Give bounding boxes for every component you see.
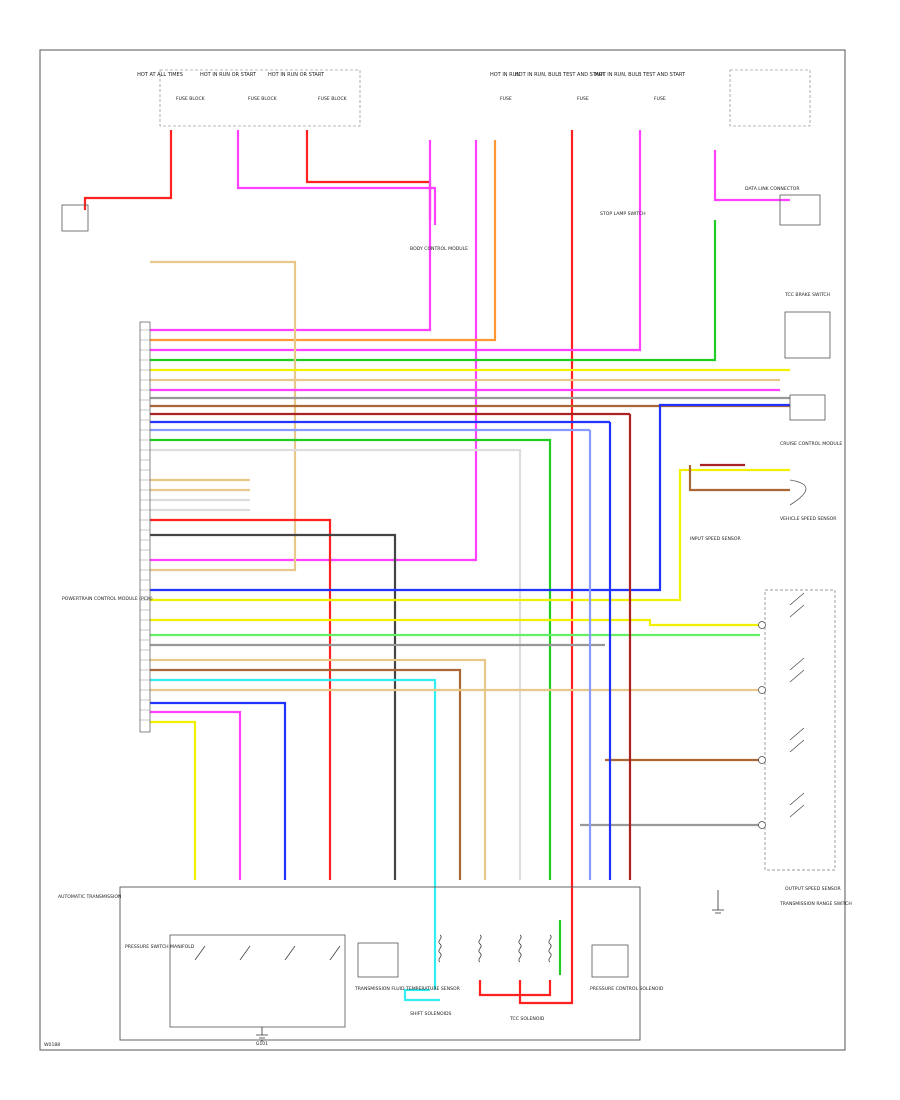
- wire-ign-to-pcm: [150, 140, 432, 332]
- wire-dlc-data: [150, 220, 717, 362]
- fuse-label: FUSE: [577, 96, 589, 102]
- wire-pcm-shift-a: [150, 438, 552, 880]
- wire-lower-yellow-loop: [150, 468, 790, 602]
- data-link-box: [779, 194, 821, 226]
- range-switch-blade: [789, 792, 805, 818]
- range-switch-outline: [764, 589, 836, 871]
- wire-trans-red-2: [518, 880, 574, 1005]
- range-switch-label: TRANSMISSION RANGE SWITCH: [779, 901, 852, 907]
- ground-symbol: [256, 1027, 268, 1042]
- transmission-label: AUTOMATIC TRANSMISSION: [58, 894, 121, 900]
- cruise-module-label: CRUISE CONTROL MODULE: [780, 441, 842, 447]
- wire-run-feed: [150, 140, 478, 562]
- wire-class2-loop: [150, 260, 297, 572]
- wire-stop-lamp-feed: [150, 130, 642, 352]
- wire-shift-sol-c: [150, 720, 197, 880]
- wire-layer: [83, 130, 790, 1005]
- fuse-label: FUSE: [654, 96, 666, 102]
- pressure-switch-box: [169, 934, 346, 1028]
- fuse-label: FUSE BLOCK: [248, 96, 278, 102]
- vss-label: VEHICLE SPEED SENSOR: [780, 516, 837, 522]
- input-speed-label: INPUT SPEED SENSOR: [690, 536, 741, 542]
- shift-solenoids-label: SHIFT SOLENOIDS: [410, 1011, 451, 1017]
- wire-battery-feed: [83, 130, 173, 210]
- range-switch-contact: [758, 756, 766, 764]
- range-switch-contact: [758, 821, 766, 829]
- solenoid-coil: [438, 934, 442, 963]
- pcm-connector: [139, 321, 151, 733]
- transmission-housing: [119, 886, 641, 1041]
- power-source-label: HOT IN RUN OR START: [200, 72, 257, 78]
- component-layer: [61, 69, 836, 1042]
- pressure-switch-blade: [284, 945, 296, 961]
- solenoid-coil: [478, 934, 482, 963]
- wire-iss-connector: [688, 465, 790, 492]
- range-switch-blade: [789, 592, 805, 618]
- fuse-label: FUSE BLOCK: [176, 96, 206, 102]
- wire-dlc-feed: [713, 150, 790, 202]
- power-source-label: HOT IN RUN OR START: [268, 72, 325, 78]
- wire-shift-sol-b: [150, 710, 242, 880]
- tcc-switch-label: TCC BRAKE SWITCH: [784, 292, 830, 298]
- wire-range-5: [150, 668, 462, 880]
- range-switch-blade: [789, 727, 805, 753]
- ground-symbol-2: [712, 890, 724, 914]
- solenoid-coil: [518, 934, 522, 963]
- wire-range-1: [150, 618, 760, 627]
- wire-range-4: [150, 658, 487, 880]
- power-source-label: HOT IN RUN, BULB TEST AND START: [515, 72, 606, 78]
- pressure-switch-blade: [239, 945, 251, 961]
- wire-run-orange: [150, 140, 497, 342]
- pressure-switch-blade: [194, 945, 206, 961]
- power-source-label: HOT IN RUN: [490, 72, 520, 78]
- diagram-id: W0188: [44, 1042, 60, 1048]
- pc-solenoid-label: PRESSURE CONTROL SOLENOID: [590, 986, 664, 992]
- wire-fluid-temp: [150, 678, 437, 990]
- diagram-frame: [39, 49, 846, 1051]
- wire-shift-sol-a: [150, 701, 287, 880]
- power-source-label: HOT AT ALL TIMES: [137, 72, 183, 78]
- underhood-fuse-outline: [729, 69, 811, 127]
- pcm-label: POWERTRAIN CONTROL MODULE (PCM): [62, 596, 153, 602]
- pressure-switch-label: PRESSURE SWITCH MANIFOLD: [125, 944, 195, 950]
- data-link-label: DATA LINK CONNECTOR: [745, 186, 800, 192]
- pressure-switch-blade: [329, 945, 341, 961]
- wire-trans-cyan: [403, 988, 440, 1002]
- output-speed-label: OUTPUT SPEED SENSOR: [785, 886, 841, 892]
- range-switch-contact: [758, 621, 766, 629]
- wire-pcm-pc-sol: [150, 533, 397, 880]
- vss-box: [789, 394, 826, 421]
- tcc-solenoid-label: TCC SOLENOID: [509, 1016, 545, 1022]
- fluid-temp-label: TRANSMISSION FLUID TEMPERATURE SENSOR: [354, 986, 461, 992]
- wire-trans-red-1: [478, 980, 552, 997]
- label-layer: HOT AT ALL TIMES HOT IN RUN OR START HOT I…: [58, 72, 852, 1047]
- power-source-label: HOT IN RUN, BULB TEST AND START: [595, 72, 686, 78]
- fluid-temp-box: [357, 942, 399, 978]
- range-switch-contact: [758, 686, 766, 694]
- fuse-block-outline: [159, 69, 361, 127]
- wire-ign-feed-1: [236, 130, 437, 225]
- fuse-label: FUSE: [500, 96, 512, 102]
- pc-solenoid-box: [591, 944, 629, 978]
- ground-label: G101: [256, 1041, 268, 1047]
- wire-ign-feed-2: [305, 130, 432, 220]
- solenoid-coil: [548, 934, 552, 963]
- stop-lamp-switch-label: STOP LAMP SWITCH: [600, 211, 646, 217]
- wire-pcm-shift-b: [150, 448, 522, 880]
- tcc-switch-box: [784, 311, 831, 359]
- fuse-label: FUSE BLOCK: [318, 96, 348, 102]
- iss-symbol: [789, 479, 807, 506]
- wire-lower-blue-loop: [150, 403, 790, 592]
- range-switch-blade: [789, 657, 805, 683]
- sensor-box: [61, 204, 89, 232]
- wire-pcm-tcc: [150, 518, 332, 880]
- body-control-label: BODY CONTROL MODULE: [410, 246, 468, 252]
